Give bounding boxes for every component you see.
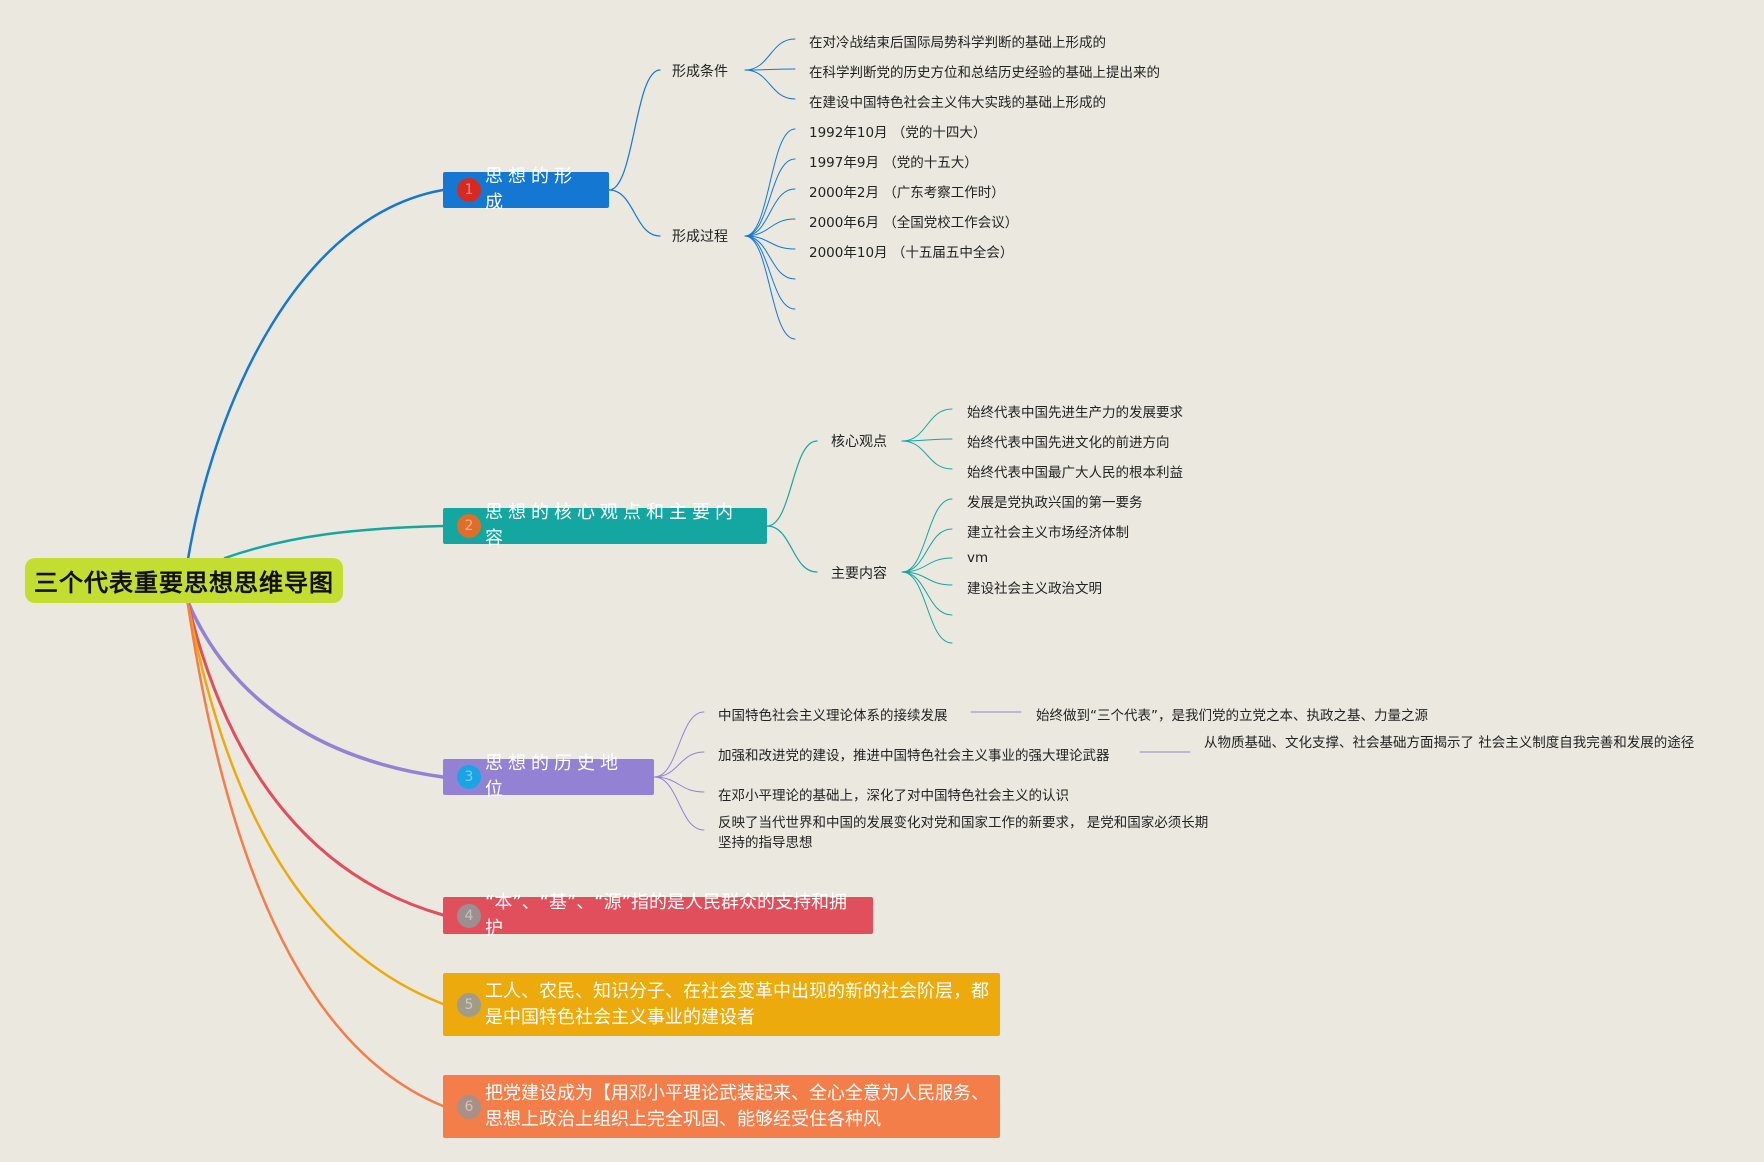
connector-content-6	[901, 571, 953, 644]
leaf-content-1[interactable]: 发展是党执政兴国的第一要务	[967, 495, 1143, 511]
connector-core-3	[901, 440, 953, 470]
branch-people-support-label: “本”、“基”、“源”指的是人民群众的支持和拥护	[485, 891, 847, 939]
number-badge-1: 1	[457, 178, 481, 202]
connector-root-b2	[223, 524, 445, 560]
leaf-content-3[interactable]: vm	[967, 550, 989, 566]
leaf-core-1[interactable]: 始终代表中国先进生产力的发展要求	[967, 405, 1183, 421]
leaf-condition-1[interactable]: 在对冷战结束后国际局势科学判断的基础上形成的	[809, 35, 1106, 51]
branch-core-views-label: 思想的核心观点和主要内容	[485, 502, 738, 549]
connector-b1-process	[608, 189, 661, 237]
connector-root-b3	[186, 600, 445, 779]
subtopic-core-views[interactable]: 核心观点	[831, 434, 887, 450]
connector-content-3	[901, 557, 953, 573]
leaf-process-4[interactable]: 2000年6月 （全国党校工作会议）	[809, 215, 1019, 231]
connector-status-2	[653, 751, 705, 778]
root-topic-label: 三个代表重要思想思维导图	[34, 569, 334, 597]
branch-party-building-label: 把党建设成为【用邓小平理论武装起来、全心全意为人民服务、思想上政治上组织上完全巩…	[485, 1082, 989, 1130]
leaf-process-5[interactable]: 2000年10月 （十五届五中全会）	[809, 245, 1014, 261]
connector-process-3	[744, 188, 796, 237]
connector-root-b6	[186, 603, 445, 1108]
leaf-process-2[interactable]: 1997年9月 （党的十五大）	[809, 155, 978, 171]
connector-content-1	[901, 498, 953, 573]
leaf-status-2[interactable]: 加强和改进党的建设，推进中国特色社会主义事业的强大理论武器	[718, 748, 1110, 764]
number-badge-6: 6	[457, 1094, 481, 1119]
connector-process-2	[744, 158, 796, 237]
connector-root-b1	[186, 188, 445, 561]
connector-b2-core	[766, 440, 818, 527]
leaf-status-2-detail[interactable]: 从物质基础、文化支撑、社会基础方面揭示了 社会主义制度自我完善和发展的途径	[1204, 735, 1695, 751]
branch-people-support[interactable]: 4 “本”、“基”、“源”指的是人民群众的支持和拥护	[443, 892, 873, 939]
number-badge-3: 3	[457, 765, 481, 789]
number-badge-2: 2	[457, 514, 481, 538]
leaf-content-2[interactable]: 建立社会主义市场经济体制	[967, 525, 1129, 541]
branch-formation[interactable]: 1 思想的形成	[443, 166, 609, 213]
connector-b2-content	[766, 525, 818, 573]
connector-content-2	[901, 528, 953, 573]
leaf-status-3[interactable]: 在邓小平理论的基础上，深化了对中国特色社会主义的认识	[718, 788, 1069, 804]
branch-historical-status-label: 思想的历史地位	[485, 753, 623, 800]
subtopic-formation-conditions[interactable]: 形成条件	[672, 64, 728, 80]
branch-party-building[interactable]: 6 把党建设成为【用邓小平理论武装起来、全心全意为人民服务、思想上政治上组织上完…	[443, 1075, 1000, 1138]
number-badge-5: 5	[457, 992, 481, 1017]
connector-core-1	[901, 408, 953, 442]
leaf-process-3[interactable]: 2000年2月 （广东考察工作时）	[809, 185, 1005, 201]
connector-condition-2	[744, 68, 796, 71]
subtopic-formation-process[interactable]: 形成过程	[672, 229, 728, 245]
leaf-process-1[interactable]: 1992年10月 （党的十四大）	[809, 125, 987, 141]
leaf-status-1[interactable]: 中国特色社会主义理论体系的接续发展	[718, 708, 948, 724]
leaf-core-3[interactable]: 始终代表中国最广大人民的根本利益	[967, 465, 1183, 481]
connector-process-4	[744, 218, 796, 237]
connector-process-6	[744, 235, 796, 280]
branch-core-views[interactable]: 2 思想的核心观点和主要内容	[443, 502, 767, 549]
branch-historical-status[interactable]: 3 思想的历史地位	[443, 753, 654, 800]
subtopic-main-content[interactable]: 主要内容	[831, 566, 887, 582]
number-badge-4: 4	[457, 903, 481, 928]
root-topic[interactable]: 三个代表重要思想思维导图	[25, 558, 343, 603]
connector-root-b5	[186, 602, 445, 1006]
branch-builders[interactable]: 5 工人、农民、知识分子、在社会变革中出现的新的社会阶层，都是中国特色社会主义事…	[443, 973, 1000, 1036]
connector-status-3	[653, 776, 705, 793]
connector-process-7	[744, 235, 796, 310]
connector-root-b4	[186, 601, 445, 917]
leaf-status-4[interactable]: 反映了当代世界和中国的发展变化对党和国家工作的新要求， 是党和国家必须长期坚持的…	[718, 815, 1209, 851]
branch-builders-label: 工人、农民、知识分子、在社会变革中出现的新的社会阶层，都是中国特色社会主义事业的…	[485, 980, 989, 1028]
connector-status-1	[653, 711, 705, 778]
leaf-content-4[interactable]: 建设社会主义政治文明	[967, 581, 1102, 597]
connector-process-1	[744, 128, 796, 237]
leaf-status-1-detail[interactable]: 始终做到“三个代表”，是我们党的立党之本、执政之基、力量之源	[1036, 708, 1428, 724]
connector-process-8	[744, 235, 796, 340]
connector-condition-1	[744, 38, 796, 71]
connector-condition-3	[744, 69, 796, 100]
leaf-condition-3[interactable]: 在建设中国特色社会主义伟大实践的基础上形成的	[809, 95, 1106, 111]
connector-b1-conditions	[608, 69, 661, 191]
leaf-core-2[interactable]: 始终代表中国先进文化的前进方向	[967, 435, 1170, 451]
leaf-condition-2[interactable]: 在科学判断党的历史方位和总结历史经验的基础上提出来的	[809, 65, 1160, 81]
connector-core-2	[901, 438, 953, 442]
branch-formation-label: 思想的形成	[485, 166, 577, 213]
connector-status-4	[653, 776, 705, 831]
connector-content-5	[901, 571, 953, 616]
